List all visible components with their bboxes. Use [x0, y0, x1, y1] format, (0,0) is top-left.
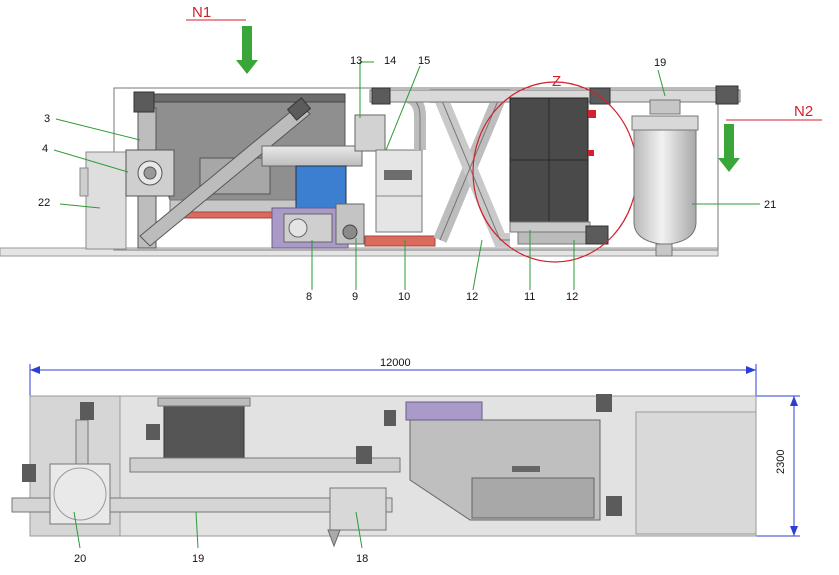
label-3: 3	[44, 113, 50, 125]
label-21: 21	[764, 199, 776, 211]
plan-unit-18	[329, 487, 387, 531]
dim-width-arrow-r	[746, 366, 756, 374]
n1-arrow-shaft	[242, 26, 252, 62]
base-floor	[0, 247, 719, 257]
label-n1: N1	[192, 4, 211, 21]
transfer-tube	[261, 145, 363, 167]
label-12-b: 12	[566, 291, 578, 303]
plan-motor-a	[80, 402, 94, 420]
label-15: 15	[418, 55, 430, 67]
n1-arrow-head	[236, 60, 258, 74]
label-z: Z	[552, 73, 561, 90]
plan-motor-frame	[405, 401, 483, 421]
plan-leader-lines	[73, 511, 363, 549]
plan-motor-g	[606, 496, 622, 516]
label-11: 11	[524, 291, 535, 303]
dim-width-arrow-l	[30, 366, 40, 374]
dryer-indicator-top	[588, 110, 596, 118]
elevator-motor	[133, 91, 155, 113]
label-2300: 2300	[775, 450, 787, 474]
plan-dryer-rim	[157, 397, 251, 407]
leader-lines	[53, 61, 760, 291]
label-8: 8	[306, 291, 312, 303]
pump-9-rotor	[342, 224, 358, 240]
dim-depth-arrow-b	[790, 526, 798, 536]
conveyor-motor-a	[371, 87, 391, 105]
cabinet-handle	[79, 167, 89, 197]
label-20: 20	[74, 553, 86, 565]
tank-outlet	[655, 243, 673, 257]
plan-tank-ring	[53, 467, 107, 521]
cabinet-22	[85, 151, 127, 250]
n2-arrow-head	[718, 158, 740, 172]
n2-arrow-shaft	[724, 124, 734, 160]
hopper-rim	[151, 93, 346, 103]
motor-8-flange	[288, 218, 308, 238]
tower-10	[375, 149, 423, 233]
side-view: N1 N2 Z 3 4 22 13 14 15 19	[0, 4, 822, 303]
blue-motor-block	[295, 165, 347, 211]
plan-motor-c	[146, 424, 160, 440]
label-9: 9	[352, 291, 358, 303]
tower-10-slot	[384, 170, 412, 180]
screw-hub	[143, 166, 157, 180]
plan-hopper-bottom	[471, 477, 595, 519]
inclined-screw	[139, 103, 311, 247]
plan-dryer	[163, 397, 245, 461]
label-10: 10	[398, 291, 410, 303]
label-4: 4	[42, 143, 48, 155]
dryer-base	[509, 221, 591, 233]
plan-motor-e	[384, 410, 396, 426]
dryer-indicator-mid	[588, 150, 594, 156]
label-13: 13	[350, 55, 362, 67]
label-22: 22	[38, 197, 50, 209]
plan-tank	[49, 463, 111, 525]
plan-motor-b	[22, 464, 36, 482]
label-14: 14	[384, 55, 396, 67]
label-n2: N2	[794, 103, 813, 120]
plan-motor-d	[356, 446, 372, 464]
label-12000: 12000	[380, 357, 411, 369]
tower-base-strip	[364, 235, 436, 247]
plan-right-bay	[635, 411, 757, 535]
dim-depth-arrow-t	[790, 396, 798, 406]
conveyor-motor-c	[715, 85, 739, 105]
conveyor-support	[649, 99, 681, 115]
plan-hopper-slot	[512, 466, 540, 472]
label-19-plan: 19	[192, 553, 204, 565]
plan-motor-f	[596, 394, 612, 412]
dryer-conveyor-motor	[585, 225, 609, 245]
inclined-screw-motor	[286, 97, 312, 121]
label-18: 18	[356, 553, 368, 565]
tank-top	[631, 115, 699, 131]
cyclone-14	[354, 114, 386, 152]
tank-21	[633, 129, 697, 245]
label-12-a: 12	[466, 291, 478, 303]
plan-conveyor-upper	[129, 457, 401, 473]
plan-unit-18-chute	[327, 529, 341, 548]
label-19-side: 19	[654, 57, 666, 69]
plan-view: 12000 2300	[11, 357, 800, 565]
conveyor-x2-edge	[439, 95, 510, 241]
